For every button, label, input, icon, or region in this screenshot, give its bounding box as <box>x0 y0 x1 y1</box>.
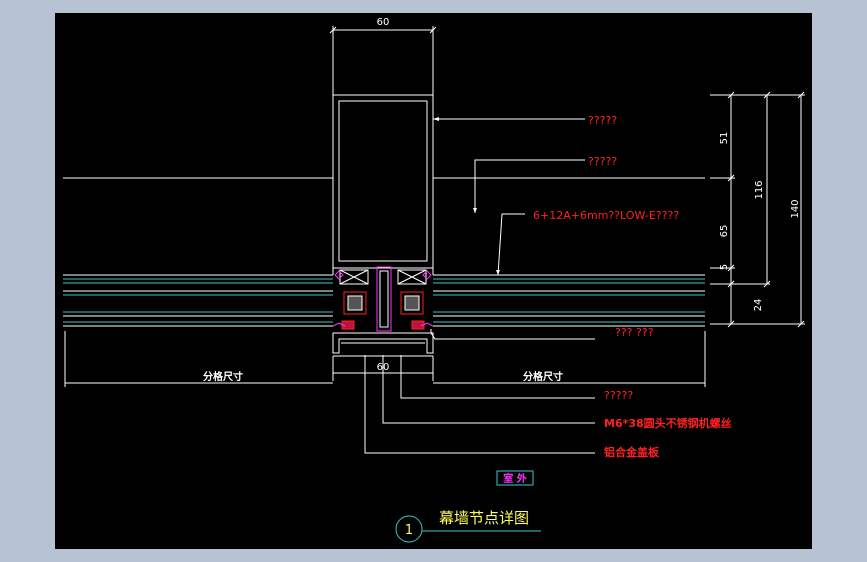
top-width-label: 60 <box>377 17 390 28</box>
right-dimensions <box>710 91 805 328</box>
cover-plate <box>332 332 434 357</box>
callout-2: ????? <box>588 155 617 168</box>
cad-drawing-canvas: 60 <box>55 13 812 549</box>
node-hardware <box>332 266 434 332</box>
exterior-label: 室 外 <box>503 472 526 485</box>
callout-4: ??? ??? <box>615 326 654 339</box>
dim-116: 116 <box>754 180 765 199</box>
drawing-title: 幕墙节点详图 <box>439 509 529 527</box>
mullion-profile <box>332 94 434 275</box>
top-width-dimension <box>329 26 437 95</box>
dim-24: 24 <box>753 299 764 312</box>
circle-marker-icon <box>395 515 423 543</box>
grid-size-left-label: 分格尺寸 <box>203 370 243 383</box>
glass-panes <box>63 274 705 327</box>
leader-arrows <box>433 117 500 275</box>
exterior-label-box <box>496 470 534 486</box>
curtain-wall-node-drawing: 60 <box>63 17 805 543</box>
dim-51: 51 <box>719 132 730 145</box>
detail-number: 1 <box>405 523 413 538</box>
dim-140: 140 <box>790 199 801 218</box>
grid-dimensions <box>64 331 706 387</box>
callout-screw: M6*38圆头不锈钢机螺丝 <box>604 416 732 430</box>
callout-5: ????? <box>604 389 633 402</box>
callout-1: ????? <box>588 114 617 127</box>
dim-5: 5 <box>719 264 730 270</box>
callout-glass: 6+12A+6mm??LOW-E???? <box>533 209 679 222</box>
grid-size-right-label: 分格尺寸 <box>523 370 563 383</box>
dim-65: 65 <box>719 225 730 238</box>
leader-lines <box>364 118 595 454</box>
callout-cover: 铝合金盖板 <box>604 445 660 459</box>
